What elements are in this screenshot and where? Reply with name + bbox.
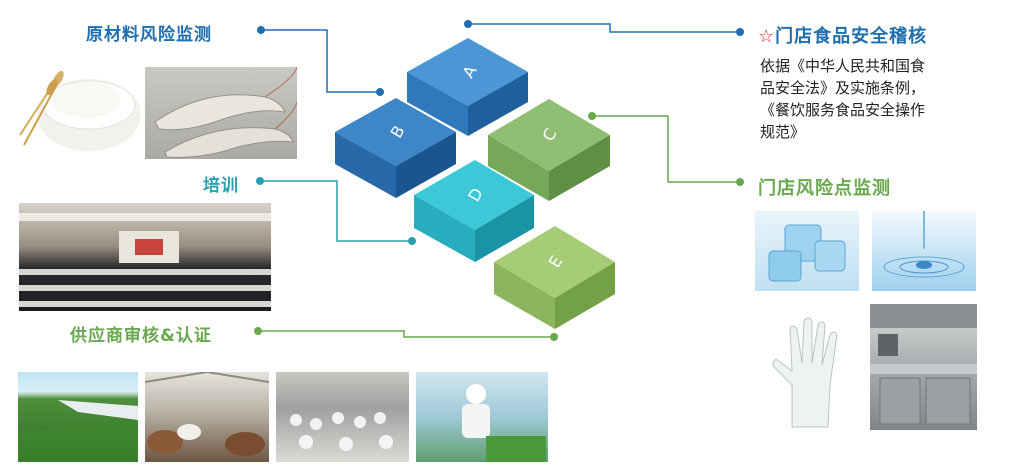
cattle-photo <box>145 372 269 462</box>
block-c: C <box>488 99 610 201</box>
glove-photo <box>762 315 858 431</box>
flour-photo <box>14 55 140 155</box>
block-a: A <box>407 38 528 136</box>
store-audit-title-text: 门店食品安全稽核 <box>775 26 928 47</box>
connector-store-audit <box>464 20 744 36</box>
desc-line: 依据《中华人民共和国食 <box>760 57 926 75</box>
desc-line: 《餐饮服务食品安全操作 <box>760 101 926 119</box>
block-b: B <box>335 98 456 198</box>
supplier-label: 供应商审核&认证 <box>70 326 212 346</box>
block-e: E <box>494 226 615 329</box>
worker-photo <box>416 372 548 462</box>
factory-photo <box>276 372 409 462</box>
connector-supplier <box>254 327 558 341</box>
shrimp-photo <box>145 67 297 159</box>
training-room-photo <box>19 203 271 311</box>
desc-line: 品安全法》及实施条例， <box>760 79 926 97</box>
block-d: D <box>414 160 534 262</box>
training-label: 培训 <box>203 176 239 196</box>
desc-line: 规范》 <box>760 123 806 141</box>
connector-training <box>256 177 416 245</box>
connector-risk <box>588 112 744 186</box>
kitchen-photo <box>870 304 977 430</box>
ice-photo <box>755 211 859 291</box>
water-photo <box>872 211 976 291</box>
risk-monitor-title: 门店风险点监测 <box>758 178 891 199</box>
store-audit-description: 依据《中华人民共和国食 品安全法》及实施条例， 《餐饮服务食品安全操作 规范》 <box>760 55 1000 143</box>
connector-raw-material <box>257 26 384 96</box>
raw-material-label: 原材料风险监测 <box>86 25 212 45</box>
store-audit-title: ☆门店食品安全稽核 <box>758 22 927 48</box>
farm-photo <box>18 372 138 462</box>
star-icon: ☆ <box>758 26 776 47</box>
